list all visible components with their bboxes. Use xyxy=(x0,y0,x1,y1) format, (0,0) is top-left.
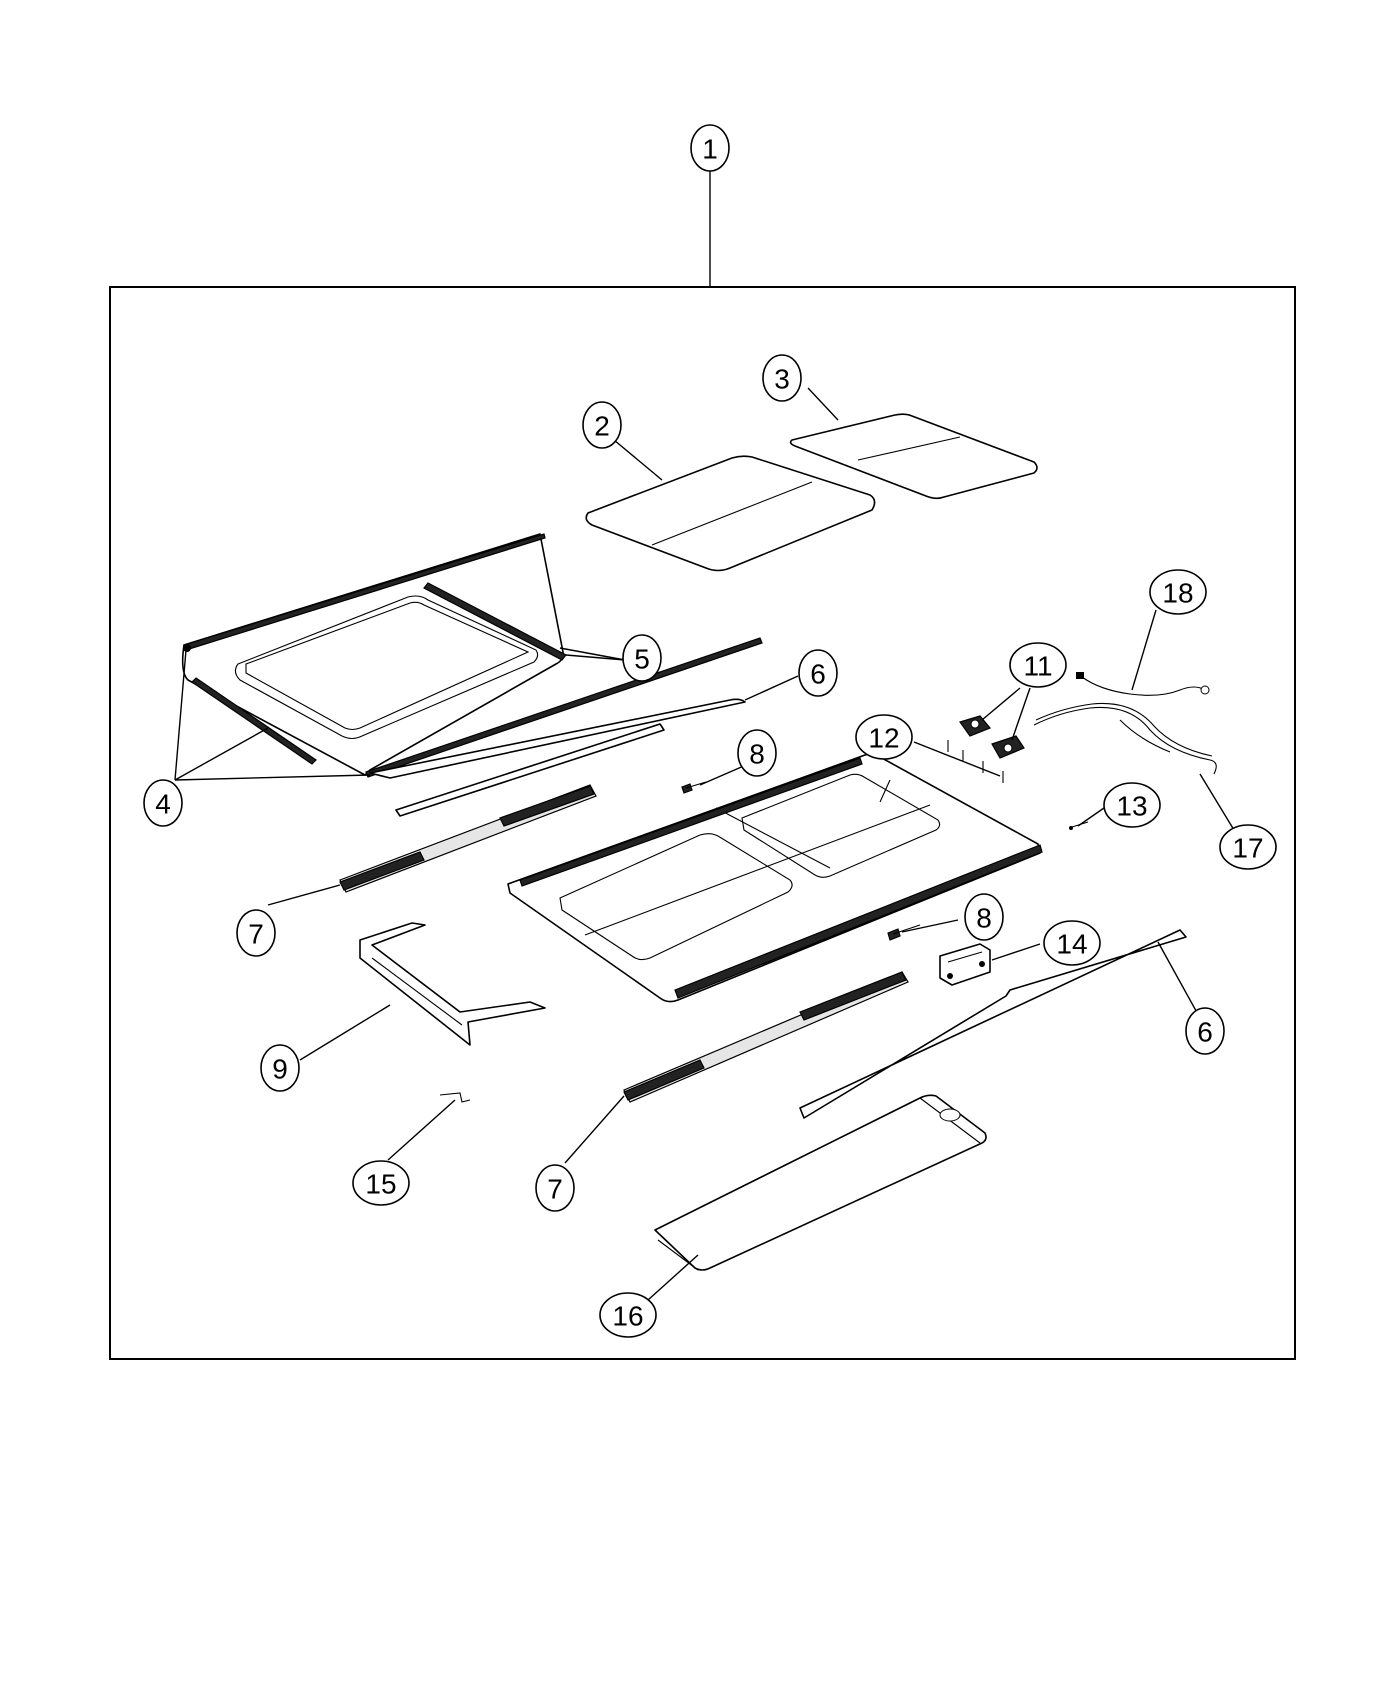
callout-8-upper: 8 xyxy=(737,729,777,777)
callout-label-17: 17 xyxy=(1232,833,1263,864)
callout-5: 5 xyxy=(622,634,662,682)
assembly-frame xyxy=(109,286,1296,1360)
leader-11a xyxy=(981,687,1021,721)
part-small-clip xyxy=(439,1092,471,1103)
leader-11b xyxy=(1011,687,1031,741)
callout-18: 18 xyxy=(1149,569,1207,615)
part-rear-glass-panel xyxy=(789,413,1038,500)
leader-8a xyxy=(699,764,747,786)
callout-9: 9 xyxy=(260,1044,300,1092)
part-rail-lower xyxy=(799,929,1187,1119)
part-sensor-upper xyxy=(681,781,707,794)
callout-label-1: 1 xyxy=(702,134,718,165)
leader-7a xyxy=(267,884,341,906)
callout-label-6-lower: 6 xyxy=(1197,1017,1213,1048)
callout-2: 2 xyxy=(582,401,622,449)
callout-7-upper: 7 xyxy=(236,909,276,957)
callout-label-8-lower: 8 xyxy=(976,903,992,934)
callout-14: 14 xyxy=(1043,920,1101,966)
callout-label-7-lower: 7 xyxy=(547,1174,563,1205)
part-sunshade xyxy=(654,1094,987,1271)
leader-7b xyxy=(564,1095,625,1164)
leader-13 xyxy=(1077,807,1105,827)
callout-7-lower: 7 xyxy=(535,1164,575,1212)
callout-label-13: 13 xyxy=(1116,791,1147,822)
leader-15 xyxy=(387,1099,456,1161)
leader-16 xyxy=(647,1254,699,1301)
part-roof-opening-seals xyxy=(181,533,763,778)
callout-label-15: 15 xyxy=(365,1169,396,1200)
callout-label-7-upper: 7 xyxy=(248,919,264,950)
part-screws xyxy=(947,740,1004,783)
callout-8-lower: 8 xyxy=(964,893,1004,941)
part-side-rail-left xyxy=(339,784,597,893)
callout-17: 17 xyxy=(1219,824,1277,870)
part-rail-upper xyxy=(369,698,746,817)
callout-label-2: 2 xyxy=(594,411,610,442)
leader-18 xyxy=(1131,609,1157,691)
leader-9 xyxy=(299,1004,391,1061)
leader-3 xyxy=(807,387,839,421)
leader-6a xyxy=(744,675,799,701)
callout-label-8-upper: 8 xyxy=(749,739,765,770)
callout-label-3: 3 xyxy=(774,364,790,395)
callout-6-upper: 6 xyxy=(798,649,838,697)
leader-4b xyxy=(174,727,269,781)
part-front-glass-panel xyxy=(585,455,876,572)
part-wind-deflector xyxy=(359,922,546,1046)
callout-1: 1 xyxy=(690,124,730,172)
part-cable-harness xyxy=(1033,702,1217,775)
part-drive-motor xyxy=(959,715,1025,759)
leader-5a xyxy=(565,654,626,661)
leader-4c xyxy=(174,774,371,781)
callout-13: 13 xyxy=(1103,782,1161,828)
leader-2 xyxy=(613,439,663,481)
leader-8b xyxy=(901,919,959,933)
callout-label-16: 16 xyxy=(612,1301,643,1332)
leader-6b xyxy=(1157,941,1201,1019)
leader-4a xyxy=(174,649,187,781)
leader-12 xyxy=(913,741,1001,777)
callout-4: 4 xyxy=(143,779,183,827)
callout-label-6-upper: 6 xyxy=(810,659,826,690)
callout-12: 12 xyxy=(855,714,913,760)
callout-3: 3 xyxy=(762,354,802,402)
leader-17 xyxy=(1199,773,1235,831)
part-side-rail-right xyxy=(623,971,909,1103)
callout-11: 11 xyxy=(1009,642,1067,688)
leader-14 xyxy=(991,943,1041,961)
callout-label-12: 12 xyxy=(868,723,899,754)
part-wiring-connector xyxy=(1076,672,1210,696)
part-sunroof-frame xyxy=(507,753,1043,1003)
callout-15: 15 xyxy=(352,1160,410,1206)
part-sensor-lower xyxy=(887,924,921,941)
part-bracket xyxy=(939,943,991,986)
callout-16: 16 xyxy=(599,1292,657,1338)
leader-5b xyxy=(559,647,626,661)
callout-label-14: 14 xyxy=(1056,929,1087,960)
callout-label-11: 11 xyxy=(1023,651,1052,682)
callout-label-9: 9 xyxy=(272,1054,288,1085)
callout-label-18: 18 xyxy=(1162,578,1193,609)
callout-6-lower: 6 xyxy=(1185,1007,1225,1055)
callout-label-4: 4 xyxy=(155,789,171,820)
callout-label-5: 5 xyxy=(634,644,650,675)
